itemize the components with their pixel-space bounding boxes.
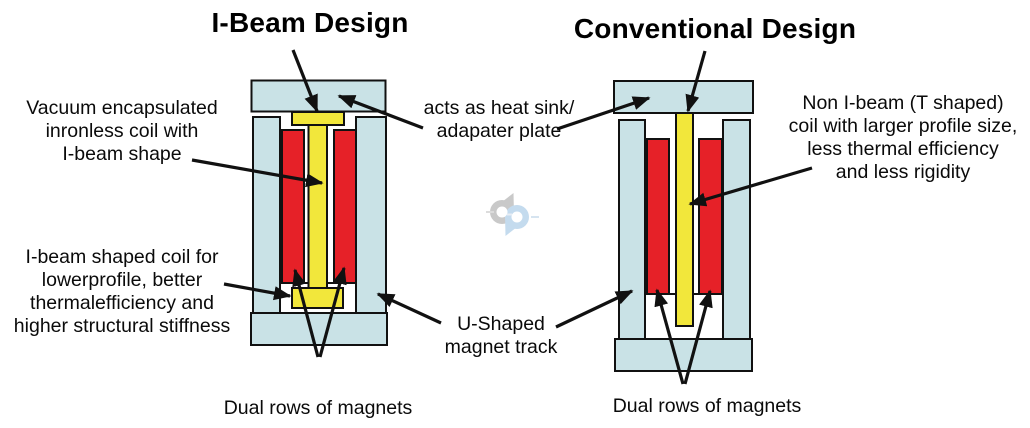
- callout-dual-rows-left: Dual rows of magnets: [223, 397, 413, 419]
- callout-dual-rows-right: Dual rows of magnets: [612, 395, 802, 417]
- conventional-design-figure: [613, 80, 754, 372]
- callout-heat-sink: acts as heat sink/ adapater plate: [423, 97, 575, 142]
- left-track-right-wall: [355, 116, 387, 314]
- callout-vacuum-coil: Vacuum encapsulated inronless coil with …: [26, 97, 218, 165]
- callout-arrows: [191, 49, 813, 385]
- left-track-left-wall: [252, 116, 281, 314]
- left-track-bottom-plate: [250, 312, 388, 346]
- callout-u-shaped-track: U-Shaped magnet track: [444, 313, 558, 358]
- arrow-heatsink-to-left: [337, 94, 424, 130]
- ibeam-design-title: I-Beam Design: [211, 7, 409, 38]
- ibeam-coil-stem: [307, 124, 328, 289]
- right-track-right-wall: [722, 119, 751, 340]
- right-track-left-wall: [618, 119, 646, 340]
- right-magnet-row-left: [646, 138, 670, 295]
- arrow-ushaped-to-left: [376, 292, 442, 325]
- left-magnet-row-left: [281, 129, 305, 284]
- arrow-dual-left-b: [318, 266, 347, 358]
- callout-ibeam-benefits: I-beam shaped coil for lowerprofile, bet…: [13, 246, 231, 337]
- arrow-ibeam-benefits: [223, 282, 292, 301]
- arrow-dual-left-a: [292, 268, 320, 358]
- arrow-conventional-title-to-coil: [685, 50, 707, 113]
- t-shaped-coil: [675, 112, 694, 327]
- ibeam-design-figure: [250, 79, 388, 346]
- arrow-dual-right-b: [683, 289, 713, 385]
- arrow-ushaped-to-right: [555, 289, 634, 329]
- right-heat-sink-plate: [613, 80, 754, 114]
- ibeam-coil-top-flange: [291, 111, 345, 126]
- arrow-heatsink-to-right: [556, 96, 651, 131]
- right-track-bottom-plate: [614, 338, 753, 372]
- arrow-ibeam-title-to-coil: [291, 49, 319, 113]
- right-magnet-row-right: [698, 138, 723, 295]
- arrow-vacuum-coil: [191, 158, 324, 188]
- callout-non-ibeam: Non I-beam (T shaped) coil with larger p…: [788, 92, 1018, 183]
- arrow-dual-right-a: [654, 288, 685, 385]
- dp-watermark-icon: [486, 193, 539, 236]
- conventional-design-title: Conventional Design: [573, 13, 857, 44]
- left-magnet-row-right: [333, 129, 357, 284]
- arrow-non-ibeam: [688, 166, 813, 207]
